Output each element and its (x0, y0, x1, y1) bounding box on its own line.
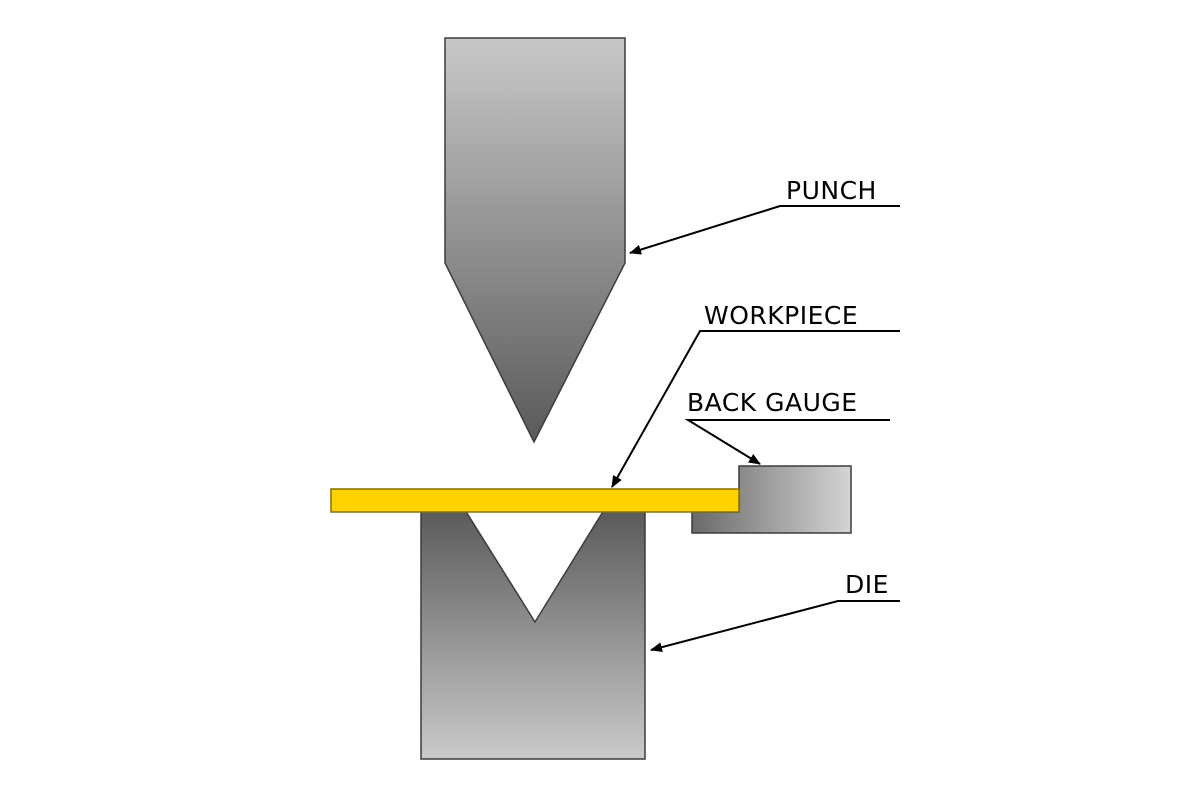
punch-shape (444, 37, 626, 444)
label-back-gauge: BACK GAUGE (687, 388, 858, 417)
leader-workpiece (611, 330, 900, 488)
label-die: DIE (845, 570, 889, 599)
leader-back-gauge (684, 419, 890, 465)
label-punch: PUNCH (786, 176, 877, 205)
workpiece-shape (330, 488, 740, 513)
leader-die (650, 600, 900, 653)
leader-punch (629, 205, 900, 255)
die-shape (420, 509, 646, 760)
label-workpiece: WORKPIECE (704, 301, 858, 330)
